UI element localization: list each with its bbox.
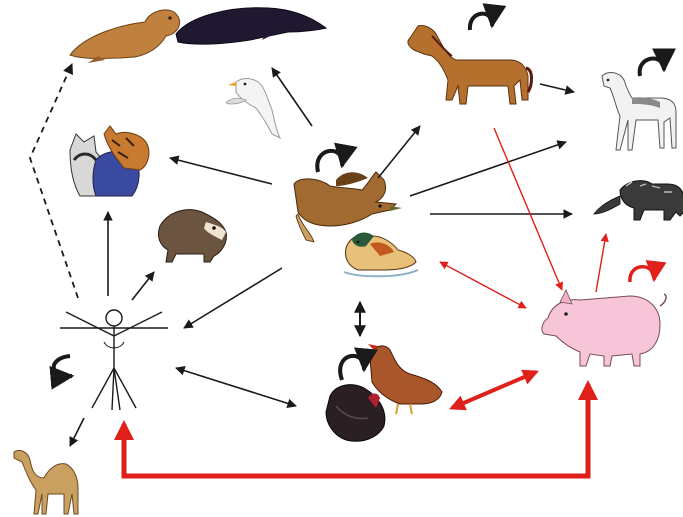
civet-icon (594, 181, 683, 220)
self-loop-human (54, 356, 72, 376)
horse-icon (408, 25, 532, 104)
self-loop-horse (470, 14, 492, 30)
self-loop-duck (317, 151, 342, 172)
edge-human-camel (70, 418, 84, 446)
edge-human-chicken (176, 368, 296, 406)
human-icon (60, 310, 168, 410)
whale-icon (176, 8, 326, 44)
edge-horse-pig (494, 128, 562, 290)
edge-duck-pig (440, 262, 526, 308)
edge-duck-human (184, 268, 282, 328)
camel-icon (14, 450, 78, 514)
self-loop-pig (630, 267, 654, 282)
edge-chicken-pig (452, 372, 536, 408)
mandarin-duck-icon (344, 233, 418, 277)
seal-icon (70, 10, 180, 63)
duck-icon (294, 172, 402, 242)
greyhound-icon (602, 73, 676, 150)
edge-human-seal (30, 64, 78, 298)
gull-icon (226, 79, 280, 138)
edge-duck-horse (378, 126, 420, 178)
self-loop-dog (640, 59, 664, 76)
edge-duck-gull (272, 68, 312, 126)
edge-horse-dog (540, 84, 574, 92)
pig-icon (542, 290, 666, 366)
self-loop-chicken (340, 356, 364, 380)
edge-pig-civet (596, 234, 606, 292)
edge-duck-cats (170, 158, 272, 184)
edge-duck-dog (410, 142, 566, 196)
ferret-icon (158, 210, 226, 262)
cats-icon (70, 126, 149, 196)
edge-human-ferret (132, 272, 154, 300)
turkey-icon (326, 385, 385, 442)
